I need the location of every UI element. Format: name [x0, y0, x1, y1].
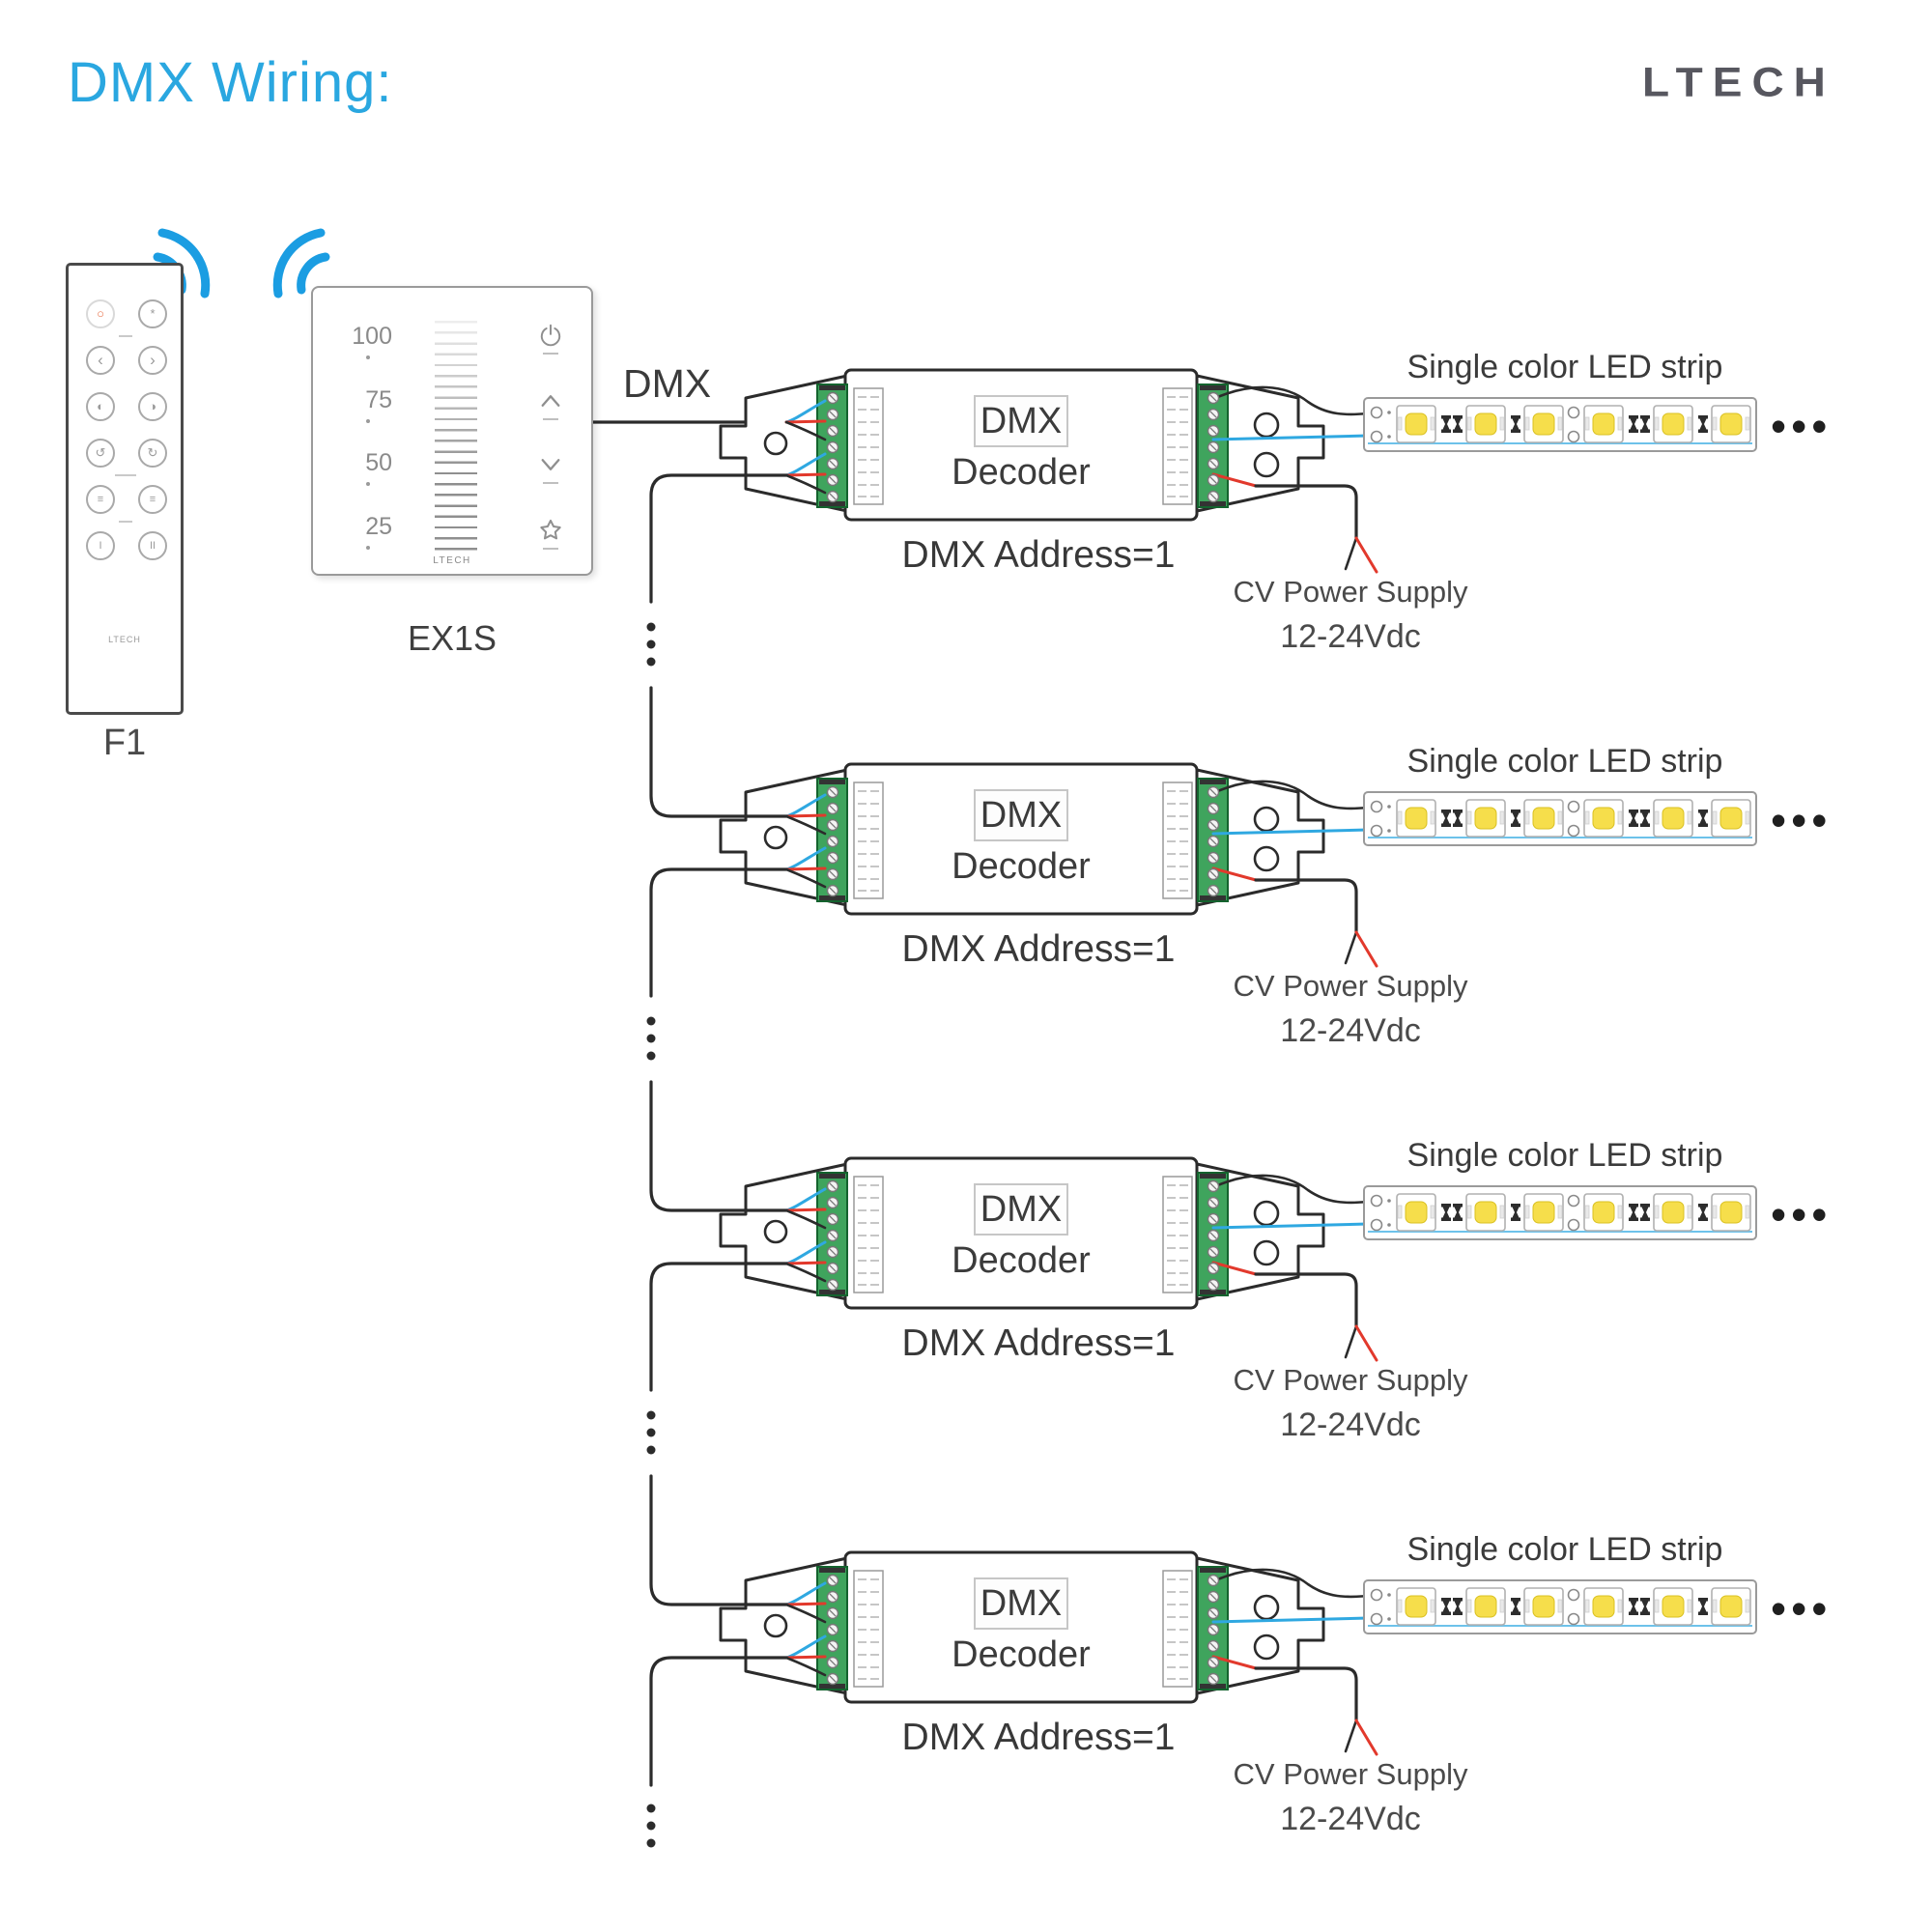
brightness-icon: * — [138, 299, 167, 328]
zone-two-icon: II — [138, 531, 167, 560]
scene-a-icon: ≡ — [86, 485, 115, 514]
daisy-chain-wire — [644, 1262, 788, 1606]
daisy-chain-wire-continued — [646, 1656, 788, 1848]
left-icon: ‹ — [86, 346, 115, 375]
dmx-decoder-1 — [721, 370, 1756, 572]
dim-slider — [435, 321, 477, 557]
level-100: 100 — [340, 323, 392, 359]
divider — [115, 474, 136, 476]
panel-model-label: EX1S — [407, 618, 497, 658]
cycle-left-icon: ↺ — [86, 439, 115, 468]
dim-up-icon: ◑ — [138, 392, 167, 421]
ltech-logo: LTECH — [1642, 59, 1835, 105]
daisy-chain-wire — [644, 867, 788, 1212]
touch-panel-ex1s: 100 75 50 25 LTECH — [311, 286, 593, 576]
panel-brand: LTECH — [433, 555, 471, 566]
power-icon — [538, 323, 563, 355]
dim-down-icon: ◐ — [86, 392, 115, 421]
dmx-decoder-2 — [721, 764, 1756, 966]
remote-f1: ○ * ‹ › ◐ ◑ ↺ ↻ ≡ ≡ I II LTECH — [66, 263, 184, 715]
divider — [119, 335, 132, 337]
dmx-decoder-3 — [721, 1158, 1756, 1360]
page-title: DMX Wiring: — [68, 51, 393, 114]
down-icon — [538, 452, 563, 484]
remote-brand: LTECH — [108, 635, 141, 644]
power-icon: ○ — [86, 299, 115, 328]
scene-icon — [538, 518, 563, 550]
divider — [119, 521, 132, 523]
remote-model-label: F1 — [102, 723, 147, 763]
scene-b-icon: ≡ — [138, 485, 167, 514]
wireless-signal-icon — [272, 228, 330, 298]
cycle-right-icon: ↻ — [138, 439, 167, 468]
level-25: 25 — [340, 513, 392, 550]
dmx-bus-label: DMX — [623, 361, 712, 406]
level-50: 50 — [340, 449, 392, 486]
right-icon: › — [138, 346, 167, 375]
dmx-decoder-4 — [721, 1552, 1756, 1754]
zone-one-icon: I — [86, 531, 115, 560]
level-75: 75 — [340, 386, 392, 423]
daisy-chain-wire — [644, 473, 788, 818]
up-icon — [538, 388, 563, 420]
